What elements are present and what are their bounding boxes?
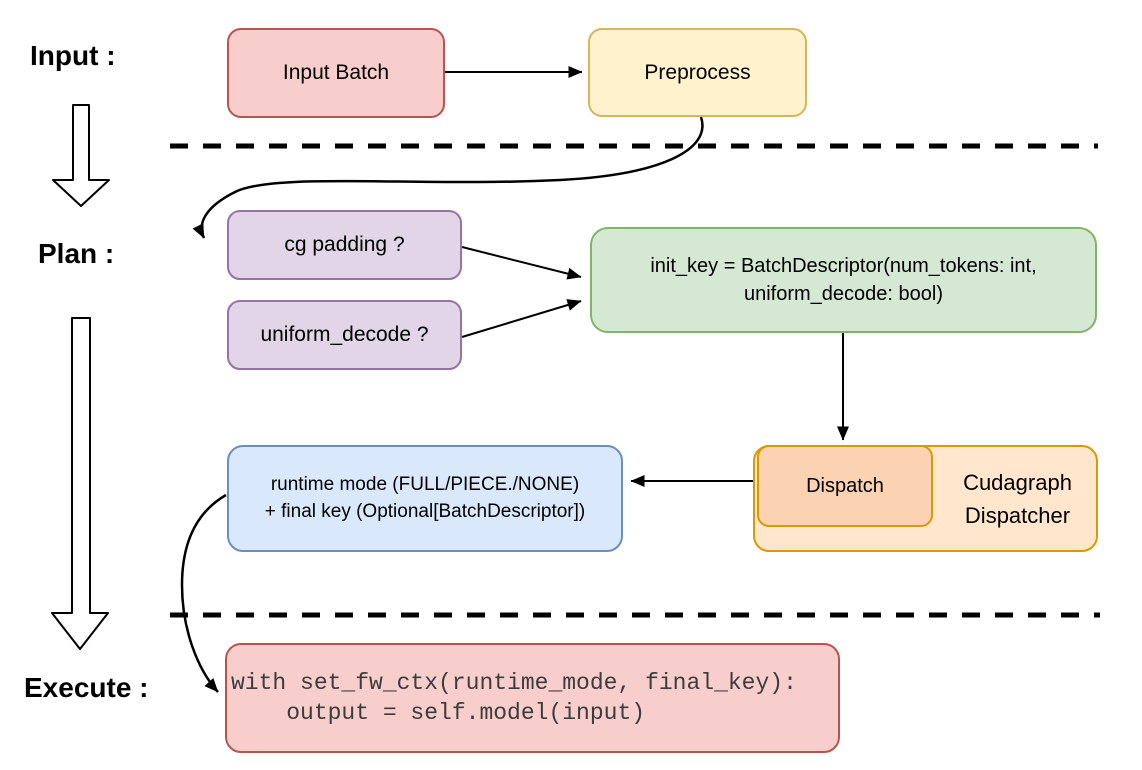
- node-input-batch-label: Input Batch: [282, 61, 390, 85]
- node-execute-code: with set_fw_ctx(runtime_mode, final_key)…: [225, 643, 840, 753]
- node-init-key-line1: init_key = BatchDescriptor(num_tokens: i…: [650, 255, 1037, 277]
- node-preprocess-label: Preprocess: [644, 60, 751, 84]
- stage-label-execute: Execute :: [24, 672, 149, 703]
- execute-code-line1: with set_fw_ctx(runtime_mode, final_key)…: [231, 670, 797, 696]
- node-cg-padding-label: cg padding ?: [284, 233, 405, 257]
- arrow-cg-padding-to-init-key: [461, 246, 582, 280]
- node-runtime-mode-line2: + final key (Optional[BatchDescriptor]): [264, 500, 586, 522]
- node-uniform-decode-label: uniform_decode ?: [260, 323, 429, 347]
- execute-code-line2: output = self.model(input): [231, 700, 646, 726]
- node-cudagraph-dispatcher: Dispatch Cudagraph Dispatcher: [753, 445, 1098, 552]
- node-runtime-mode: runtime mode (FULL/PIECE./NONE) + final …: [227, 445, 623, 552]
- curve-runtime-mode-to-execute-code: [180, 493, 227, 693]
- node-init-key: init_key = BatchDescriptor(num_tokens: i…: [590, 227, 1097, 333]
- hollow-arrow-input-to-plan: [52, 104, 110, 207]
- node-runtime-mode-line1: runtime mode (FULL/PIECE./NONE): [270, 473, 580, 495]
- node-preprocess: Preprocess: [588, 28, 807, 117]
- stage-label-input: Input :: [30, 40, 116, 71]
- hollow-arrow-plan-to-execute: [51, 317, 109, 650]
- node-cudagraph-dispatcher-title: Cudagraph Dispatcher: [963, 469, 1072, 528]
- node-dispatch: Dispatch: [757, 445, 933, 527]
- node-init-key-line2: uniform_decode: bool): [743, 283, 943, 305]
- node-input-batch: Input Batch: [227, 28, 445, 118]
- node-cg-padding: cg padding ?: [227, 210, 462, 280]
- arrow-uniform-decode-to-init-key: [461, 299, 582, 338]
- node-uniform-decode: uniform_decode ?: [227, 300, 462, 370]
- node-dispatch-label: Dispatch: [806, 475, 884, 497]
- stage-label-plan: Plan :: [38, 238, 115, 269]
